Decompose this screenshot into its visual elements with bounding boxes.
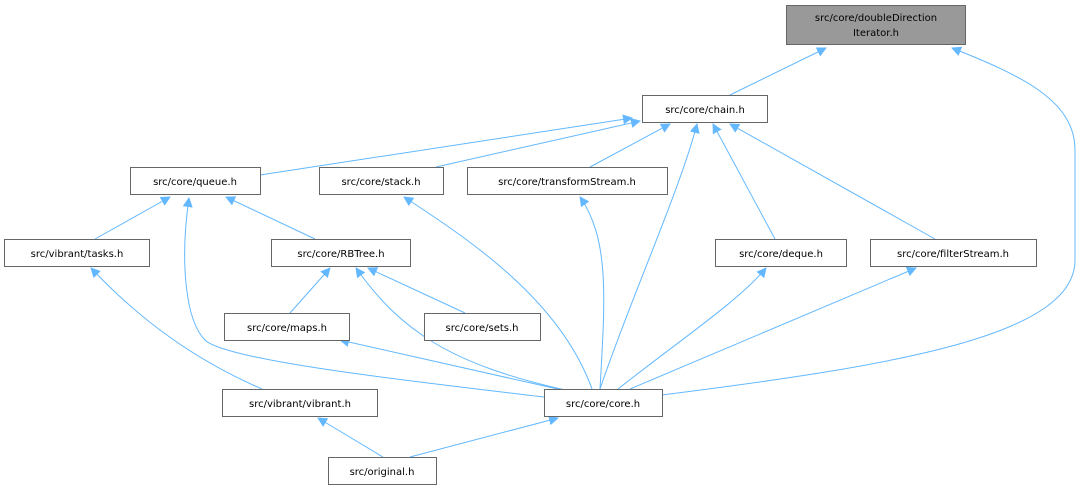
node-label: src/vibrant/tasks.h	[31, 249, 124, 260]
node-filterStream[interactable]: src/core/filterStream.h	[870, 239, 1037, 267]
node-maps[interactable]: src/core/maps.h	[224, 313, 350, 341]
node-label: src/core/stack.h	[341, 177, 420, 188]
node-label: src/core/sets.h	[445, 323, 518, 334]
edge-core-to-queue	[182, 197, 545, 398]
node-label: src/original.h	[350, 467, 415, 478]
node-label-line2: Iterator.h	[853, 28, 899, 39]
edge-core-to-filterStream	[629, 266, 917, 390]
node-tasks[interactable]: src/vibrant/tasks.h	[4, 239, 150, 267]
edge-original-to-core	[409, 415, 559, 458]
edge-sets-to-rbtree	[367, 267, 466, 314]
edge-maps-to-rbtree	[289, 267, 331, 314]
edge-tasks-to-queue	[94, 196, 171, 240]
node-transformStream[interactable]: src/core/transformStream.h	[467, 167, 668, 195]
node-label: src/core/chain.h	[665, 105, 745, 116]
edge-core-to-doubleDirectionIterator	[661, 46, 1076, 396]
edge-transformStream-to-chain	[589, 123, 671, 168]
edge-chain-to-doubleDirectionIterator	[729, 47, 827, 96]
node-chain[interactable]: src/core/chain.h	[642, 95, 768, 123]
node-queue[interactable]: src/core/queue.h	[130, 167, 261, 195]
edge-core-to-maps	[339, 337, 563, 391]
node-label: src/core/queue.h	[153, 177, 237, 188]
node-label: src/core/maps.h	[247, 323, 327, 334]
node-stack[interactable]: src/core/stack.h	[319, 167, 444, 195]
node-label: src/core/RBTree.h	[297, 249, 384, 260]
node-doubleDirectionIterator[interactable]: src/core/doubleDirection Iterator.h	[786, 5, 966, 45]
node-rbtree[interactable]: src/core/RBTree.h	[271, 239, 411, 267]
node-original[interactable]: src/original.h	[328, 457, 437, 485]
edge-core-to-deque	[617, 267, 767, 390]
node-vibrant[interactable]: src/vibrant/vibrant.h	[222, 389, 378, 417]
edge-deque-to-chain	[712, 123, 776, 240]
edge-filterStream-to-chain	[729, 123, 936, 240]
edge-vibrant-to-tasks	[90, 267, 263, 390]
edge-original-to-vibrant	[317, 417, 384, 458]
node-label: src/vibrant/vibrant.h	[249, 399, 351, 410]
edge-core-to-chain	[599, 123, 700, 390]
edge-core-to-transformStream	[579, 196, 605, 390]
node-label: src/core/transformStream.h	[498, 177, 636, 188]
edge-rbtree-to-queue	[225, 196, 316, 240]
node-deque[interactable]: src/core/deque.h	[715, 239, 847, 267]
edge-stack-to-chain	[435, 118, 641, 168]
node-label-line1: src/core/doubleDirection	[815, 13, 937, 24]
edges	[90, 46, 1076, 458]
node-label: src/core/filterStream.h	[897, 249, 1009, 260]
node-label: src/core/deque.h	[739, 249, 823, 260]
edge-core-to-rbtree	[355, 267, 571, 392]
edge-core-to-stack	[403, 196, 593, 390]
edge-queue-to-chain	[259, 114, 633, 176]
node-core[interactable]: src/core/core.h	[544, 389, 663, 417]
node-label: src/core/core.h	[566, 399, 640, 410]
node-sets[interactable]: src/core/sets.h	[424, 313, 541, 341]
